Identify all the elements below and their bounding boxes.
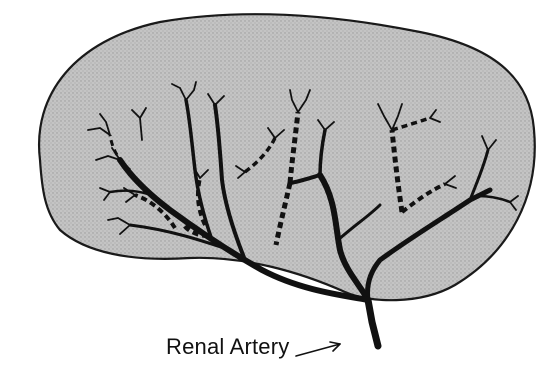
renal-artery-label: Renal Artery bbox=[166, 334, 289, 360]
renal-artery-trunk bbox=[368, 300, 378, 346]
label-arrow bbox=[296, 342, 340, 356]
